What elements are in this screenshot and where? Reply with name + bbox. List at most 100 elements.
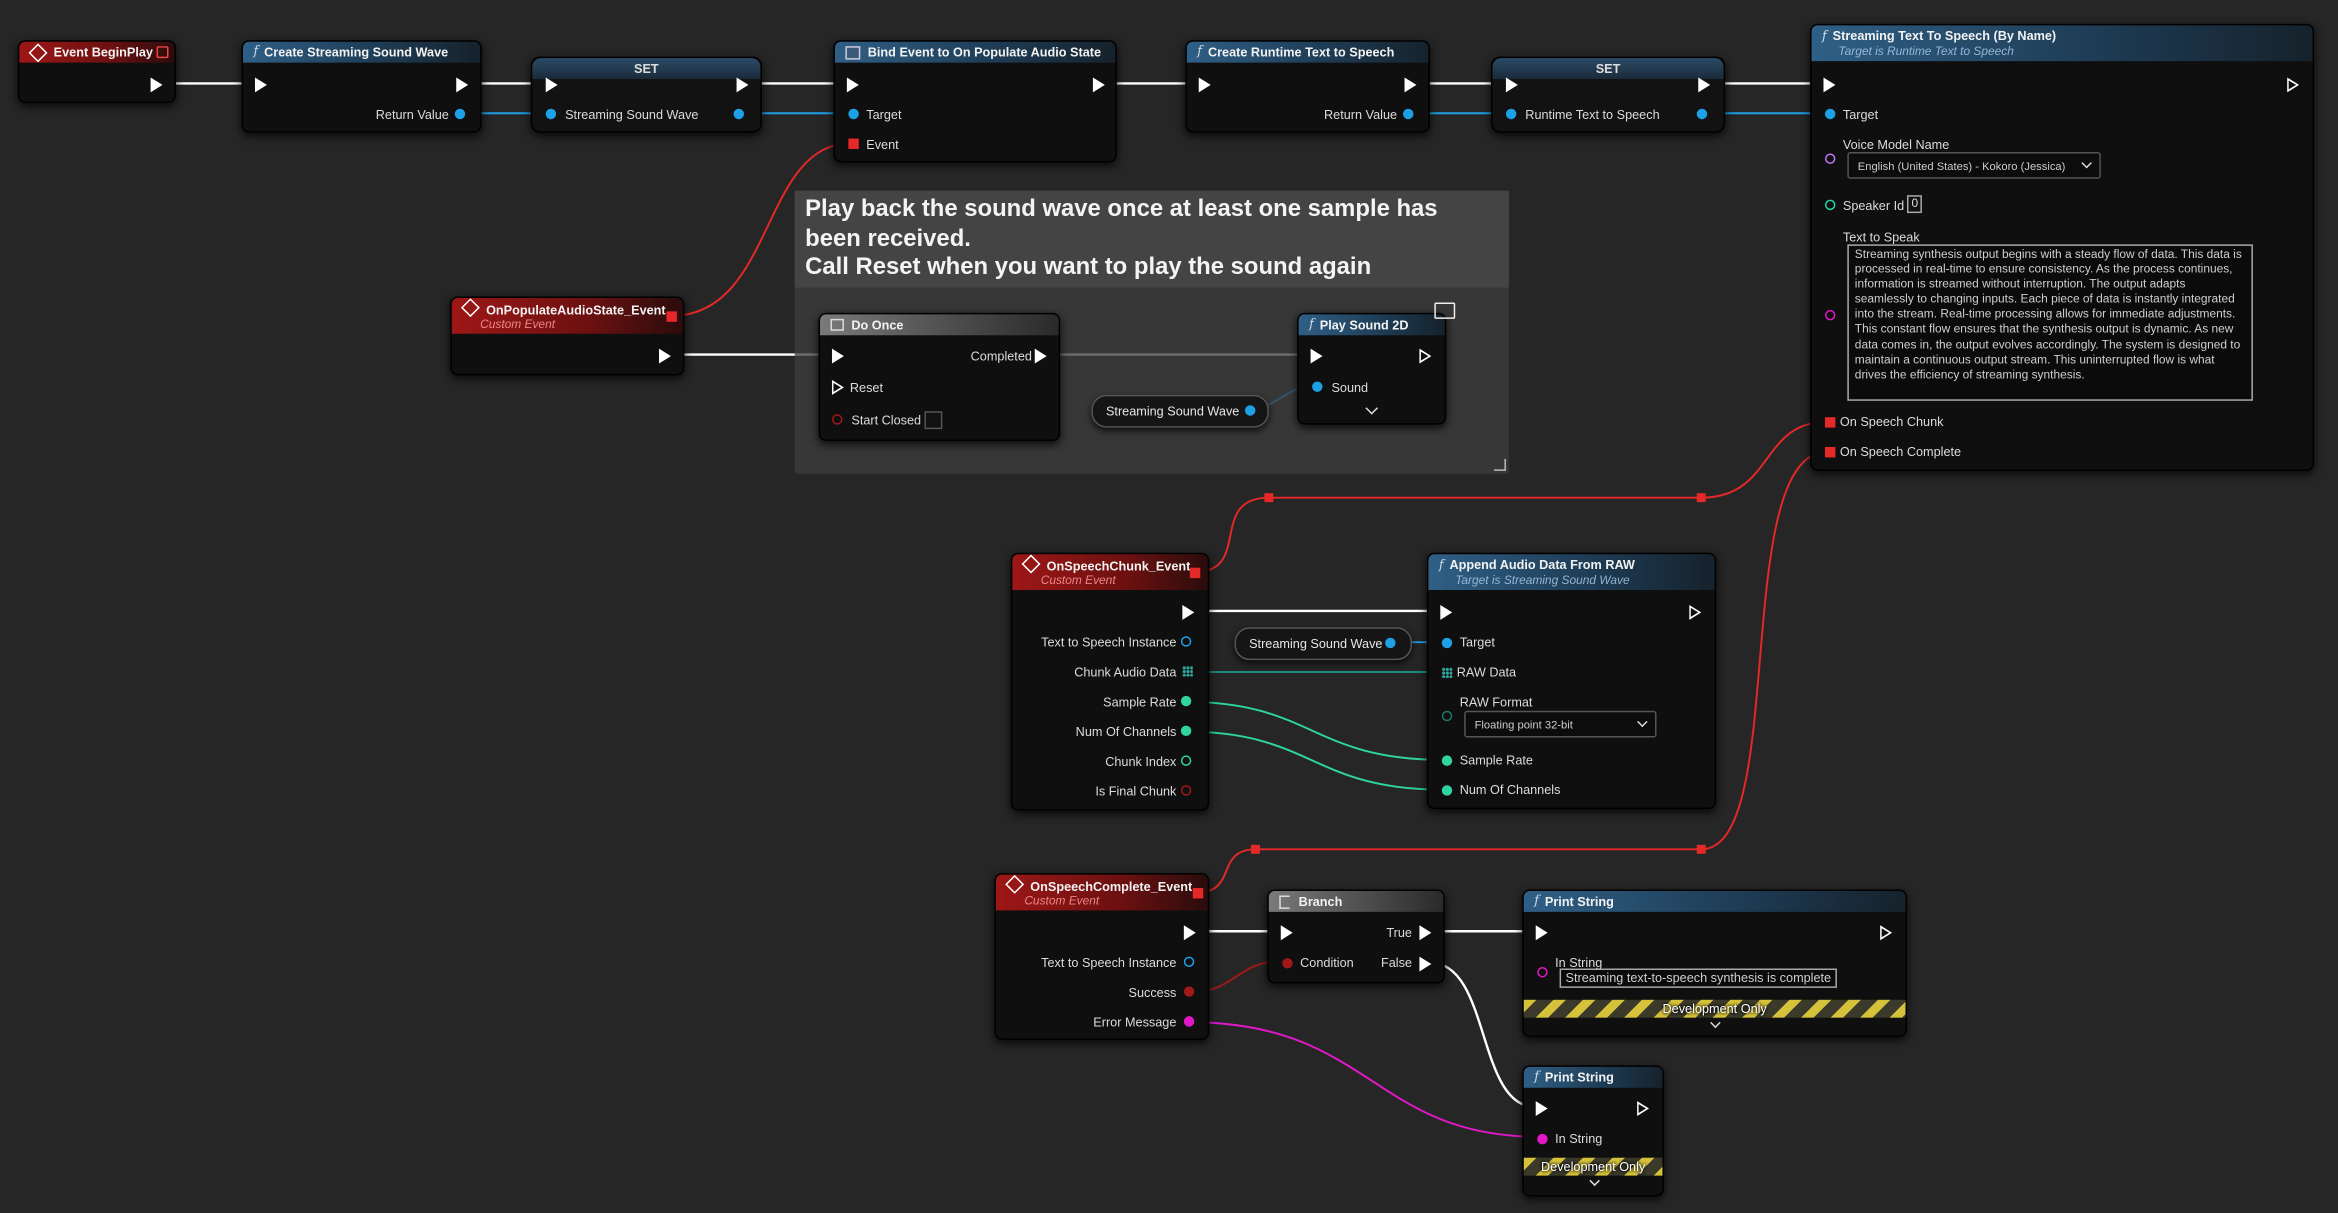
- streaming-sound-wave-out-pin[interactable]: [733, 108, 745, 120]
- exec-in-pin[interactable]: [254, 77, 267, 93]
- exec-in-pin[interactable]: [1440, 604, 1453, 620]
- exec-out-pin[interactable]: [456, 77, 469, 93]
- sample-rate-pin[interactable]: [1180, 695, 1192, 707]
- delegate-output-pin[interactable]: [1192, 888, 1204, 899]
- delegate-output-pin[interactable]: [1189, 567, 1201, 579]
- success-pin[interactable]: [1183, 986, 1195, 997]
- exec-in-pin[interactable]: [1505, 77, 1518, 93]
- completed-exec-out-pin[interactable]: [1034, 348, 1047, 364]
- streaming-sound-wave-variable[interactable]: Streaming Sound Wave: [1234, 627, 1412, 661]
- reroute-node[interactable]: [1696, 493, 1706, 503]
- reroute-node[interactable]: [1250, 844, 1260, 854]
- runtime-tts-out-pin[interactable]: [1696, 108, 1708, 120]
- chevron-down-icon[interactable]: [1589, 1175, 1600, 1187]
- streaming-sound-wave-in-pin[interactable]: [545, 108, 557, 120]
- speaker-id-input[interactable]: 0: [1906, 195, 1923, 214]
- exec-in-pin[interactable]: [846, 77, 859, 93]
- on-speech-chunk-event-node[interactable]: OnSpeechChunk_Event Custom Event Text to…: [1010, 552, 1210, 811]
- tts-instance-pin[interactable]: [1180, 636, 1192, 647]
- target-pin[interactable]: [1441, 637, 1453, 649]
- in-string-pin[interactable]: [1537, 1133, 1548, 1145]
- on-speech-complete-pin[interactable]: [1824, 447, 1836, 458]
- exec-out-pin[interactable]: [1419, 348, 1432, 364]
- variable-out-pin[interactable]: [1385, 637, 1396, 649]
- delegate-output-pin[interactable]: [666, 311, 677, 322]
- exec-out-pin[interactable]: [1182, 604, 1195, 620]
- exec-out-pin[interactable]: [1092, 77, 1105, 93]
- exec-out-pin[interactable]: [150, 77, 163, 93]
- in-string-pin[interactable]: [1537, 967, 1548, 978]
- reroute-node[interactable]: [1264, 493, 1274, 503]
- exec-in-pin[interactable]: [1280, 925, 1293, 941]
- exec-out-pin[interactable]: [1404, 77, 1417, 93]
- text-to-speak-pin[interactable]: [1824, 309, 1836, 321]
- false-exec-out-pin[interactable]: [1419, 956, 1432, 972]
- streaming-sound-wave-variable[interactable]: Streaming Sound Wave: [1091, 394, 1269, 428]
- voice-model-name-pin[interactable]: [1824, 153, 1836, 164]
- comment-text[interactable]: Play back the sound wave once at least o…: [794, 190, 1509, 287]
- sample-rate-pin[interactable]: [1441, 755, 1453, 766]
- on-populate-audio-state-event-node[interactable]: OnPopulateAudioState_Event Custom Event: [450, 296, 685, 376]
- reroute-node[interactable]: [1696, 844, 1706, 854]
- on-speech-complete-event-node[interactable]: OnSpeechComplete_Event Custom Event Text…: [994, 873, 1210, 1041]
- condition-pin[interactable]: [1282, 958, 1293, 969]
- sound-pin[interactable]: [1312, 381, 1323, 392]
- exec-in-pin[interactable]: [1535, 925, 1548, 941]
- chevron-down-icon[interactable]: [1710, 1017, 1721, 1029]
- byte-array-pin[interactable]: [1182, 666, 1193, 677]
- event-delegate-pin[interactable]: [848, 138, 859, 149]
- exec-in-pin[interactable]: [1823, 77, 1836, 93]
- chevron-down-icon[interactable]: [1365, 401, 1379, 415]
- set-streaming-sound-wave-node[interactable]: SET Streaming Sound Wave: [530, 56, 762, 133]
- error-message-pin[interactable]: [1183, 1016, 1195, 1027]
- target-pin[interactable]: [1824, 108, 1836, 120]
- exec-out-pin[interactable]: [659, 348, 671, 364]
- exec-out-pin[interactable]: [1689, 604, 1702, 620]
- in-string-input[interactable]: Streaming text-to-speech synthesis is co…: [1559, 968, 1838, 988]
- exec-in-pin[interactable]: [831, 348, 844, 364]
- exec-out-pin[interactable]: [1880, 925, 1893, 941]
- bind-event-node[interactable]: Bind Event to On Populate Audio State Ta…: [833, 40, 1117, 163]
- reset-exec-in-pin[interactable]: [831, 379, 844, 395]
- raw-format-pin[interactable]: [1441, 710, 1453, 722]
- set-runtime-tts-node[interactable]: SET Runtime Text to Speech: [1491, 56, 1726, 133]
- runtime-tts-in-pin[interactable]: [1505, 108, 1517, 120]
- is-final-chunk-pin[interactable]: [1180, 785, 1192, 796]
- byte-array-pin[interactable]: [1441, 667, 1453, 678]
- text-to-speak-input[interactable]: Streaming synthesis output begins with a…: [1847, 244, 2253, 401]
- exec-in-pin[interactable]: [1310, 348, 1323, 364]
- tts-instance-pin[interactable]: [1183, 956, 1195, 968]
- variable-out-pin[interactable]: [1244, 405, 1256, 416]
- voice-model-dropdown[interactable]: English (United States) - Kokoro (Jessic…: [1847, 151, 2101, 179]
- speaker-id-pin[interactable]: [1824, 199, 1836, 211]
- exec-out-pin[interactable]: [736, 77, 749, 93]
- exec-out-pin[interactable]: [1698, 77, 1711, 93]
- exec-in-pin[interactable]: [1535, 1101, 1548, 1117]
- true-exec-out-pin[interactable]: [1419, 925, 1432, 941]
- exec-out-pin[interactable]: [1637, 1101, 1650, 1117]
- exec-in-pin[interactable]: [1198, 77, 1211, 93]
- target-pin[interactable]: [848, 108, 859, 120]
- return-value-pin[interactable]: [1403, 108, 1414, 120]
- start-closed-checkbox[interactable]: [924, 411, 943, 430]
- num-channels-pin[interactable]: [1180, 725, 1192, 737]
- on-speech-chunk-pin[interactable]: [1824, 417, 1836, 428]
- num-channels-pin[interactable]: [1441, 785, 1453, 796]
- resize-handle-icon[interactable]: [1493, 458, 1506, 471]
- exec-out-pin[interactable]: [1183, 925, 1196, 941]
- exec-in-pin[interactable]: [545, 77, 558, 93]
- return-value-pin[interactable]: [454, 108, 466, 120]
- exec-out-pin[interactable]: [2287, 77, 2300, 93]
- branch-node[interactable]: Branch True Condition False: [1267, 889, 1445, 984]
- raw-format-dropdown[interactable]: Floating point 32-bit: [1464, 710, 1657, 738]
- chunk-index-pin[interactable]: [1180, 755, 1192, 766]
- event-begin-play-node[interactable]: Event BeginPlay: [17, 40, 176, 103]
